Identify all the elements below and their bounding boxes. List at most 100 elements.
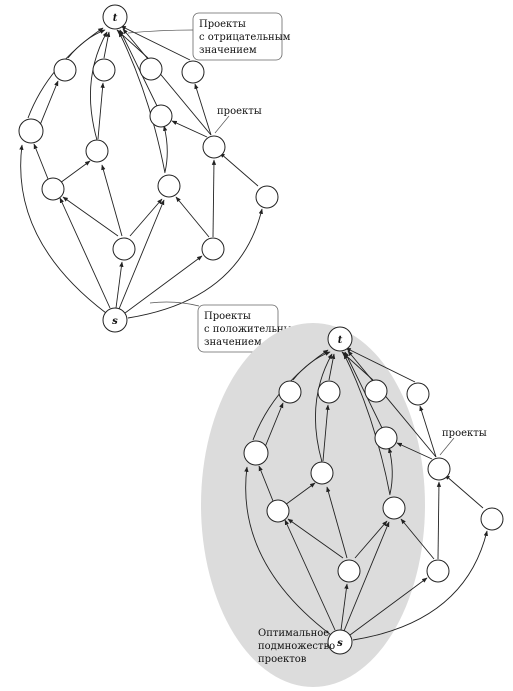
edge: [118, 31, 166, 174]
edge: [444, 474, 484, 509]
source-label: s: [337, 638, 343, 649]
graph-node: [427, 457, 451, 481]
edge: [90, 31, 108, 141]
edge: [244, 466, 332, 636]
graph-node: [85, 139, 109, 163]
graph-node: [139, 57, 163, 81]
bottom-diagram: t s проекты Оптимальное подмножество про…: [201, 323, 504, 687]
graph-node: [157, 174, 181, 198]
edge: [194, 83, 212, 136]
bottom-graph: t s проекты: [243, 326, 504, 655]
graph-node: [480, 507, 504, 531]
graph-node: [364, 379, 388, 403]
callout-line-2: с положительным: [204, 324, 300, 335]
graph-node: [374, 426, 398, 450]
graph-node: [406, 382, 430, 406]
edge: [59, 197, 111, 309]
sink-node-t: [102, 4, 128, 30]
callout-negative-value: Проекты с отрицательным значением: [192, 12, 291, 61]
edge: [118, 199, 165, 310]
edge: [349, 577, 428, 636]
edge: [326, 486, 348, 559]
graph-node: [317, 380, 341, 404]
edge: [115, 261, 124, 309]
callout-leader: [214, 115, 230, 134]
edge: [211, 159, 217, 238]
bottom-edges: [244, 347, 488, 641]
edge: [103, 31, 111, 59]
edge: [59, 160, 91, 184]
edge: [388, 447, 393, 495]
top-nodes: t s: [18, 4, 279, 333]
graph-node: [255, 185, 279, 209]
edge: [124, 255, 203, 314]
graph-node: [181, 60, 205, 84]
edge: [127, 208, 263, 319]
graph-node: [278, 380, 302, 404]
graph-node: [266, 499, 290, 523]
edge: [33, 143, 49, 180]
edge: [19, 144, 107, 314]
edge: [400, 518, 435, 560]
source-node-s: [102, 307, 128, 333]
edge: [258, 465, 274, 502]
graph-node: [41, 177, 65, 201]
graph-node: [337, 559, 361, 583]
top-edges: [19, 25, 263, 319]
caption-line-3: проектов: [258, 654, 307, 665]
callout-line-1: Проекты: [199, 19, 246, 30]
edge: [37, 80, 59, 131]
edge: [262, 402, 284, 453]
graph-node: [53, 58, 77, 82]
sink-label: t: [338, 335, 343, 346]
edge: [340, 583, 349, 631]
graph-node: [202, 135, 226, 159]
graph-node: [149, 104, 173, 128]
source-node-s: [327, 629, 353, 655]
edge: [419, 405, 437, 458]
callout-positive-value: Проекты с положительным значением: [197, 304, 300, 353]
edge: [62, 196, 119, 237]
sink-label: t: [113, 13, 118, 24]
edge: [345, 347, 416, 383]
bottom-nodes: t s: [243, 326, 504, 655]
edge: [287, 518, 344, 559]
edge: [436, 481, 442, 560]
caption-line-2: подмножество: [258, 641, 335, 652]
edge: [163, 125, 168, 173]
edge: [315, 353, 333, 463]
edge: [119, 29, 159, 109]
graph-node: [310, 461, 334, 485]
callout-box: [197, 304, 279, 353]
graph-node: [426, 559, 450, 583]
graph-node: [112, 237, 136, 261]
edge: [354, 520, 388, 559]
graph-node: [201, 237, 225, 261]
edge: [328, 353, 336, 381]
edge: [175, 196, 210, 238]
edge: [347, 350, 437, 458]
edge: [120, 25, 191, 61]
edge: [284, 519, 336, 631]
callout-line-3: значением: [204, 337, 262, 348]
edge: [343, 521, 390, 632]
graph-node: [18, 118, 44, 144]
edge: [344, 351, 384, 431]
callout-leader: [439, 437, 455, 456]
edge: [97, 82, 105, 140]
callout-line-1: Проекты: [204, 311, 251, 322]
edge: [101, 164, 123, 237]
source-label: s: [112, 316, 118, 327]
caption-line-1: Оптимальное: [258, 628, 329, 639]
edge: [396, 442, 433, 460]
graph-node: [92, 58, 116, 82]
callout-line-3: значением: [199, 45, 257, 56]
callout-line-2: с отрицательным: [199, 32, 291, 43]
edge: [284, 482, 316, 506]
graph-node: [382, 496, 406, 520]
edge: [219, 152, 259, 187]
sink-node-t: [327, 326, 353, 352]
edge: [343, 353, 391, 496]
